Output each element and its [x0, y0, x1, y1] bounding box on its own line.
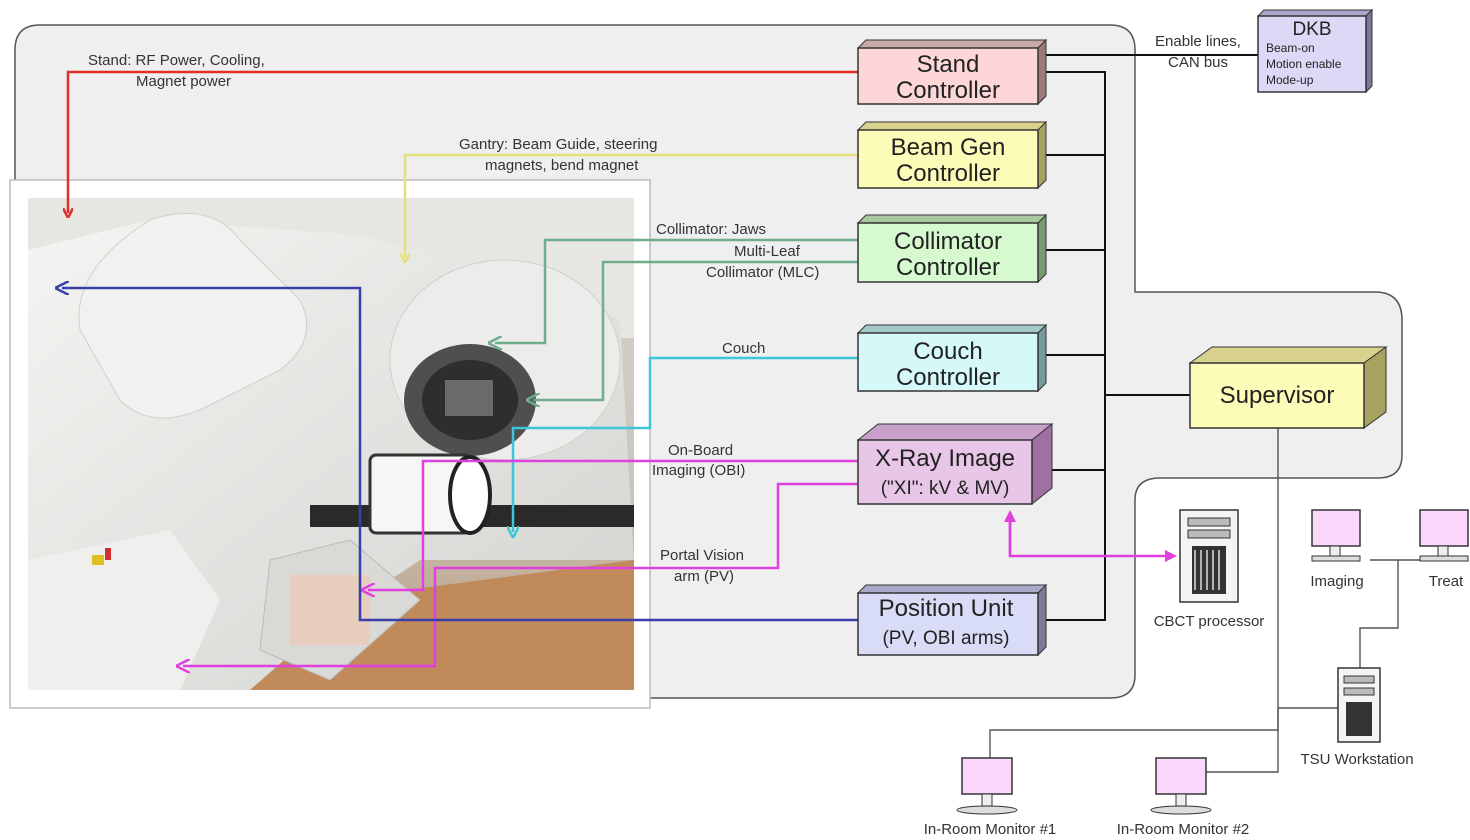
- obi-label-1: On-Board: [668, 442, 733, 459]
- beam-gen-controller-line2: Controller: [896, 160, 1000, 187]
- beam-gen-controller-line1: Beam Gen: [891, 134, 1006, 161]
- pv-label-1: Portal Vision: [660, 547, 744, 564]
- enable-lines-label: Enable lines,: [1155, 33, 1241, 50]
- dkb-item-beam-on: Beam-on: [1266, 41, 1315, 55]
- collimator-controller-line2: Controller: [896, 254, 1000, 281]
- stand-controller-line1: Stand: [917, 51, 980, 78]
- in-room-monitor-1-icon[interactable]: [956, 757, 1018, 815]
- gantry-signal-line: [405, 153, 858, 258]
- in-room-monitor-2-icon[interactable]: [1150, 757, 1212, 815]
- xray-image-controller[interactable]: X-Ray Image ("XI": kV & MV): [856, 422, 1054, 506]
- in-room-monitor-1-label: In-Room Monitor #1: [924, 821, 1057, 838]
- stand-signal-label-2: Magnet power: [136, 73, 231, 90]
- gantry-signal-label-2: magnets, bend magnet: [485, 157, 639, 174]
- can-bus-label: CAN bus: [1168, 54, 1228, 71]
- stand-controller-line2: Controller: [896, 77, 1000, 104]
- couch-signal-line: [513, 356, 858, 532]
- imaging-label: Imaging: [1310, 573, 1363, 590]
- stand-signal-label-1: Stand: RF Power, Cooling,: [88, 52, 265, 69]
- cbct-processor-icon[interactable]: [1179, 509, 1239, 603]
- linac-photo: [28, 198, 634, 690]
- collimator-jaws-line: [495, 238, 858, 343]
- position-unit-line1: Position Unit: [879, 595, 1014, 622]
- network-lines: [989, 428, 1420, 773]
- dkb-box[interactable]: DKB Beam-on Motion enable Mode-up: [1256, 8, 1374, 94]
- collimator-signal-label-3: Collimator (MLC): [706, 264, 819, 281]
- imaging-monitor-icon[interactable]: [1311, 509, 1361, 562]
- tsu-workstation-label: TSU Workstation: [1300, 751, 1413, 768]
- supervisor-box[interactable]: Supervisor: [1188, 346, 1388, 429]
- cbct-processor-label: CBCT processor: [1154, 613, 1265, 630]
- obi-label-2: Imaging (OBI): [652, 462, 745, 479]
- obi-signal-line: [368, 459, 858, 590]
- xray-image-line1: X-Ray Image: [875, 445, 1015, 472]
- collimator-controller-line1: Collimator: [894, 228, 1002, 255]
- pv-signal-line: [183, 482, 858, 666]
- collimator-signal-label-1: Collimator: Jaws: [656, 221, 766, 238]
- position-unit-controller[interactable]: Position Unit (PV, OBI arms): [856, 583, 1048, 657]
- pv-label-2: arm (PV): [674, 568, 734, 585]
- couch-controller-line2: Controller: [896, 364, 1000, 391]
- xray-image-line2: ("XI": kV & MV): [881, 478, 1010, 499]
- stand-signal-line: [68, 70, 858, 213]
- in-room-monitor-2-label: In-Room Monitor #2: [1117, 821, 1250, 838]
- collimator-mlc-line: [533, 260, 858, 400]
- couch-controller[interactable]: Couch Controller: [856, 323, 1048, 393]
- dkb-item-motion-enable: Motion enable: [1266, 57, 1342, 71]
- position-unit-line2: (PV, OBI arms): [882, 628, 1009, 649]
- dkb-title: DKB: [1292, 19, 1331, 40]
- collimator-controller[interactable]: Collimator Controller: [856, 213, 1048, 284]
- couch-signal-label: Couch: [722, 340, 765, 357]
- controller-bus: [1038, 54, 1258, 621]
- position-signal-line: [62, 288, 858, 622]
- beam-gen-controller[interactable]: Beam Gen Controller: [856, 120, 1048, 190]
- dkb-item-mode-up: Mode-up: [1266, 73, 1314, 87]
- treat-label: Treat: [1429, 573, 1464, 590]
- couch-controller-line1: Couch: [913, 338, 982, 365]
- gantry-signal-label-1: Gantry: Beam Guide, steering: [459, 136, 657, 153]
- treat-monitor-icon[interactable]: [1419, 509, 1469, 562]
- collimator-signal-label-2: Multi-Leaf: [734, 243, 801, 260]
- supervisor-label: Supervisor: [1220, 382, 1335, 409]
- stand-controller[interactable]: Stand Controller: [856, 38, 1048, 106]
- tsu-workstation-icon[interactable]: [1337, 667, 1381, 743]
